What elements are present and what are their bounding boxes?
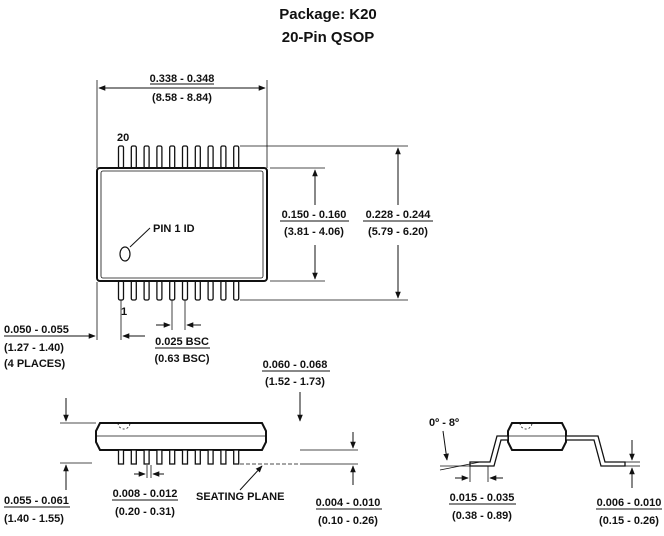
body-length-inches: 0.338 - 0.348 [150,73,215,85]
angle-label: 0º - 8º [429,417,459,429]
end-body [507,422,567,451]
top-pin [181,145,189,169]
top-view: PIN 1 ID 20 1 0.338 - 0.348 (8.58 - 8.84… [4,73,433,370]
top-pin [194,145,201,169]
angle-lead-line [439,461,481,471]
title-line2: 20-Pin QSOP [282,29,375,46]
top-pin [130,145,137,169]
pin1-id-leader [129,227,151,248]
side-lead [181,449,189,465]
pin-1-label: 1 [121,306,127,318]
top-pin [220,145,227,169]
pin-20-label: 20 [117,132,129,144]
end-lead-right [565,435,626,467]
clearance-mm: (0.10 - 0.26) [318,515,378,527]
side-lead [169,449,176,465]
package-body [96,167,268,282]
end-lead-note: (4 PLACES) [4,358,65,370]
angle-leader [442,430,449,461]
top-pin-row [117,145,240,169]
seating-plane-label: SEATING PLANE [196,491,284,503]
foot-length-mm: (0.38 - 0.89) [452,510,512,522]
bottom-pin [233,280,240,301]
height-mm: (1.52 - 1.73) [265,376,325,388]
top-pin [156,145,163,169]
side-lead [220,449,227,465]
package-body-inner-outline [100,170,264,279]
clearance-inches: 0.004 - 0.010 [316,497,381,509]
bottom-pin [220,280,227,301]
side-pin1-notch [117,422,131,430]
side-lead [233,449,240,465]
foot-length-inches: 0.015 - 0.035 [450,492,515,504]
overall-width-mm: (5.79 - 6.20) [368,226,428,238]
side-lead [117,449,125,465]
title-line1: Package: K20 [279,6,377,23]
lead-width-mm: (0.20 - 0.31) [115,506,175,518]
end-lead-mm: (1.27 - 1.40) [4,342,64,354]
body-width-inches: 0.150 - 0.160 [282,209,347,221]
lead-width-inches: 0.008 - 0.012 [113,488,178,500]
top-pin [117,145,125,169]
side-lead [156,449,163,465]
overall-width-inches: 0.228 - 0.244 [366,209,432,221]
side-lead [130,449,137,465]
standoff-inches: 0.055 - 0.061 [4,495,69,507]
side-lead [207,449,214,465]
body-width-mm: (3.81 - 4.06) [284,226,344,238]
bottom-pin [156,280,163,301]
body-length-mm: (8.58 - 8.84) [152,92,212,104]
top-pin [143,145,150,169]
bottom-pin [130,280,137,301]
thickness-mm: (0.15 - 0.26) [599,515,659,527]
side-lead-row [117,449,240,465]
bottom-pin [194,280,201,301]
end-view: 0º - 8º 0.015 - 0.035 (0.38 - 0.89) 0.00… [429,417,662,527]
bottom-pin [169,280,176,301]
top-pin [207,145,214,169]
top-pin [169,145,176,169]
side-lead [143,449,150,465]
pitch-mm: (0.63 BSC) [154,353,209,365]
standoff-mm: (1.40 - 1.55) [4,513,64,525]
bottom-pin [181,280,189,301]
bottom-pin [143,280,150,301]
pin1-id-label: PIN 1 ID [153,223,195,235]
seating-plane-leader [239,465,263,491]
thickness-inches: 0.006 - 0.010 [597,497,662,509]
bottom-pin [207,280,214,301]
end-lead-left [469,435,509,467]
pitch-inches: 0.025 BSC [155,336,209,348]
top-pin [233,145,240,169]
end-lead-inches: 0.050 - 0.055 [4,324,69,336]
side-lead [194,449,201,465]
height-inches: 0.060 - 0.068 [263,359,328,371]
bottom-pin [117,280,125,301]
side-body [95,422,267,451]
bottom-pin-row [117,280,240,301]
pin1-id-dot [119,246,131,262]
side-view: 0.060 - 0.068 (1.52 - 1.73) 0.055 - 0.06… [4,359,382,527]
